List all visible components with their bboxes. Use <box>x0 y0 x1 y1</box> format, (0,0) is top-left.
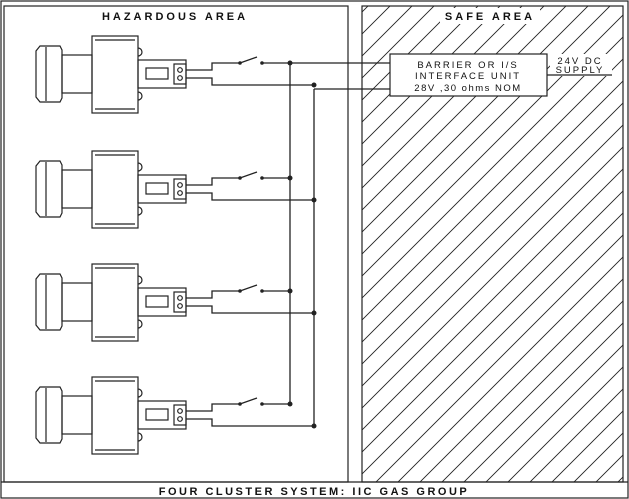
terminal-screw <box>177 67 183 73</box>
detector-neck <box>61 169 93 209</box>
detector-clusters <box>35 35 317 455</box>
mount-lug <box>137 432 143 442</box>
junction-dot <box>311 82 317 88</box>
detector-housing <box>91 150 139 229</box>
mount-lug <box>137 162 143 172</box>
switch-blade <box>239 171 258 179</box>
terminal-screw <box>177 182 183 188</box>
junction-dot <box>287 175 293 181</box>
signal-wire <box>186 177 240 186</box>
trunk-wiring <box>289 62 390 426</box>
terminal-screw <box>177 416 183 422</box>
safe-area-label: SAFE AREA <box>445 11 535 23</box>
display-window <box>145 182 169 195</box>
detector-housing <box>91 376 139 455</box>
mount-lug <box>137 47 143 57</box>
junction-dot <box>311 310 317 316</box>
return-wire <box>186 192 314 201</box>
detector-cap <box>35 386 63 444</box>
interface-line-3: 28V ,30 ohms NOM <box>414 83 521 94</box>
interface-line-1: BARRIER OR I/S <box>417 60 518 71</box>
terminal-screw <box>177 408 183 414</box>
detector-neck <box>61 282 93 322</box>
return-wire <box>186 77 314 86</box>
detector-cluster <box>35 35 317 114</box>
mount-lug <box>137 91 143 101</box>
mount-lug <box>137 206 143 216</box>
display-window <box>145 67 169 80</box>
signal-wire <box>186 62 240 71</box>
junction-dot <box>287 288 293 294</box>
mount-lug <box>137 275 143 285</box>
supply-line-1: 24V DC <box>557 56 602 67</box>
signal-wire <box>186 290 240 299</box>
terminal-screw <box>177 295 183 301</box>
switch-contact <box>238 61 242 65</box>
hazardous-area-label: HAZARDOUS AREA <box>102 11 248 23</box>
switch-blade <box>239 397 258 405</box>
detector-neck <box>61 395 93 435</box>
supply-line-2: SUPPLY <box>556 65 605 76</box>
terminal-screw <box>177 190 183 196</box>
return-wire <box>186 418 314 427</box>
detector-cap <box>35 45 63 103</box>
junction-dot <box>311 423 317 429</box>
diagram-caption: FOUR CLUSTER SYSTEM: IIC GAS GROUP <box>159 486 470 498</box>
detector-housing <box>91 263 139 342</box>
switch-contact <box>260 402 264 406</box>
display-window <box>145 295 169 308</box>
switch-contact <box>260 289 264 293</box>
detector-cap <box>35 273 63 331</box>
switch-contact <box>238 289 242 293</box>
switch-blade <box>239 284 258 292</box>
junction-dot <box>311 197 317 203</box>
terminal-block <box>173 63 187 85</box>
switch-contact <box>238 176 242 180</box>
detector-housing <box>91 35 139 114</box>
terminal-block <box>173 404 187 426</box>
switch-contact <box>238 402 242 406</box>
detector-cap <box>35 160 63 218</box>
return-wire <box>186 305 314 314</box>
detector-neck <box>61 54 93 94</box>
terminal-screw <box>177 303 183 309</box>
switch-blade <box>239 56 258 64</box>
display-window <box>145 408 169 421</box>
mount-lug <box>137 388 143 398</box>
signal-wire <box>186 403 240 412</box>
interface-line-2: INTERFACE UNIT <box>415 71 521 82</box>
terminal-block <box>173 291 187 313</box>
mount-lug <box>137 319 143 329</box>
terminal-block <box>173 178 187 200</box>
terminal-screw <box>177 75 183 81</box>
junction-dot <box>287 60 293 66</box>
switch-contact <box>260 176 264 180</box>
switch-contact <box>260 61 264 65</box>
detector-cluster <box>35 263 317 342</box>
detector-cluster <box>35 376 317 455</box>
hazardous-area-box <box>3 5 349 483</box>
detector-cluster <box>35 150 317 229</box>
junction-dot <box>287 401 293 407</box>
